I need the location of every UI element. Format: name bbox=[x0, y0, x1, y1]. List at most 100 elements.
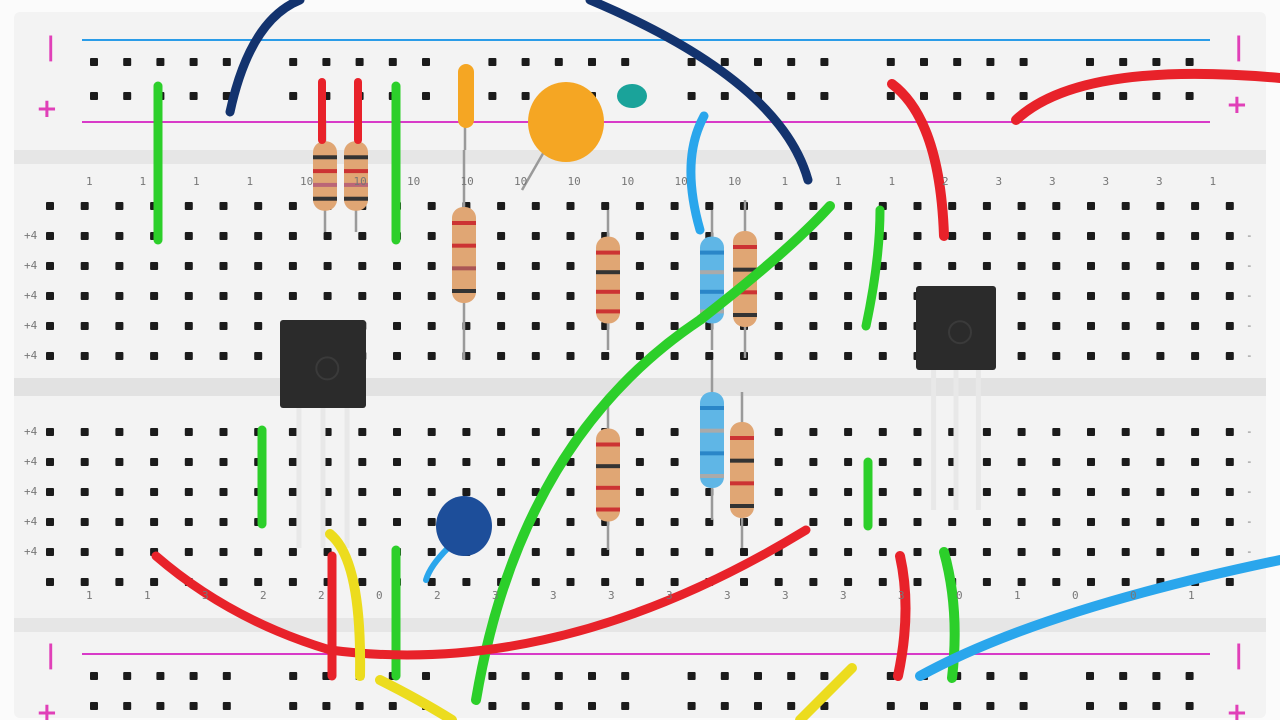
resistor-band bbox=[313, 169, 337, 174]
hole bbox=[150, 578, 159, 586]
column-mark: 1 bbox=[246, 175, 254, 188]
hole bbox=[566, 352, 575, 360]
hole bbox=[80, 518, 89, 526]
hole bbox=[566, 202, 575, 210]
capacitor-lead-blue bbox=[423, 545, 451, 583]
hole bbox=[219, 322, 228, 330]
row-mark: - bbox=[1246, 319, 1253, 332]
hole bbox=[913, 262, 922, 270]
hole bbox=[358, 262, 367, 270]
hole bbox=[80, 232, 89, 240]
wire-navy-arc bbox=[585, 0, 813, 185]
hole bbox=[635, 292, 644, 300]
hole bbox=[150, 458, 159, 466]
hole bbox=[878, 292, 887, 300]
column-mark: 1 bbox=[781, 175, 789, 188]
hole bbox=[1185, 92, 1194, 100]
row-mark: +4 bbox=[24, 425, 38, 438]
hole bbox=[1152, 672, 1161, 680]
hole bbox=[46, 352, 54, 360]
hole bbox=[920, 58, 928, 66]
hole bbox=[878, 352, 887, 360]
capacitor-small-orange bbox=[458, 64, 474, 128]
hole bbox=[393, 262, 401, 270]
hole bbox=[115, 488, 124, 496]
hole bbox=[787, 702, 796, 710]
hole bbox=[635, 262, 644, 270]
rail-sign: + bbox=[36, 698, 58, 720]
hole bbox=[1121, 428, 1130, 436]
hole bbox=[687, 672, 696, 680]
row-mark: - bbox=[1246, 455, 1253, 468]
row-mark: +4 bbox=[24, 455, 38, 468]
hole bbox=[323, 232, 332, 240]
hole bbox=[150, 292, 159, 300]
hole bbox=[46, 578, 54, 586]
hole bbox=[427, 488, 436, 496]
hole bbox=[1087, 352, 1095, 360]
hole bbox=[844, 232, 853, 240]
hole bbox=[288, 262, 297, 270]
hole bbox=[705, 202, 714, 210]
hole bbox=[222, 58, 231, 66]
hole bbox=[986, 672, 995, 680]
hole bbox=[809, 458, 818, 466]
hole bbox=[982, 458, 991, 466]
hole bbox=[80, 292, 89, 300]
hole bbox=[635, 548, 644, 556]
row-mark: - bbox=[1246, 425, 1253, 438]
resistor-band bbox=[452, 266, 476, 271]
hole bbox=[878, 518, 887, 526]
hole bbox=[427, 458, 436, 466]
hole bbox=[809, 548, 818, 556]
hole bbox=[878, 578, 887, 586]
hole bbox=[1017, 262, 1026, 270]
hole bbox=[1225, 292, 1234, 300]
hole bbox=[521, 702, 530, 710]
hole bbox=[521, 672, 530, 680]
hole bbox=[288, 578, 297, 586]
hole bbox=[820, 58, 829, 66]
hole bbox=[393, 488, 401, 496]
hole bbox=[184, 352, 193, 360]
hole bbox=[80, 458, 89, 466]
divider-top bbox=[14, 150, 1266, 164]
row-mark: - bbox=[1246, 545, 1253, 558]
wire-green-c bbox=[861, 205, 885, 331]
hole bbox=[886, 92, 895, 100]
hole bbox=[488, 58, 497, 66]
hole bbox=[774, 232, 783, 240]
hole bbox=[1019, 702, 1028, 710]
hole bbox=[635, 232, 644, 240]
hole bbox=[80, 262, 89, 270]
hole bbox=[1225, 458, 1234, 466]
hole bbox=[123, 58, 132, 66]
hole bbox=[115, 322, 124, 330]
hole bbox=[986, 58, 995, 66]
hole bbox=[809, 202, 818, 210]
column-mark: 3 bbox=[782, 589, 789, 602]
hole bbox=[358, 458, 367, 466]
hole bbox=[393, 292, 401, 300]
hole bbox=[844, 548, 853, 556]
hole bbox=[1017, 458, 1026, 466]
resistor-band bbox=[700, 250, 724, 255]
column-mark: 0 bbox=[376, 589, 383, 602]
hole bbox=[1156, 352, 1165, 360]
hole bbox=[1087, 262, 1095, 270]
column-mark: 0 bbox=[1130, 589, 1137, 602]
hole bbox=[289, 702, 298, 710]
resistor-r2 bbox=[344, 120, 368, 232]
column-mark: 10 bbox=[621, 175, 635, 188]
hole bbox=[774, 352, 783, 360]
hole bbox=[462, 458, 471, 466]
hole bbox=[878, 458, 887, 466]
hole bbox=[1121, 202, 1130, 210]
resistor-band bbox=[596, 270, 620, 275]
hole bbox=[323, 292, 332, 300]
hole bbox=[844, 202, 853, 210]
hole bbox=[254, 548, 263, 556]
hole bbox=[393, 428, 401, 436]
hole bbox=[913, 232, 922, 240]
